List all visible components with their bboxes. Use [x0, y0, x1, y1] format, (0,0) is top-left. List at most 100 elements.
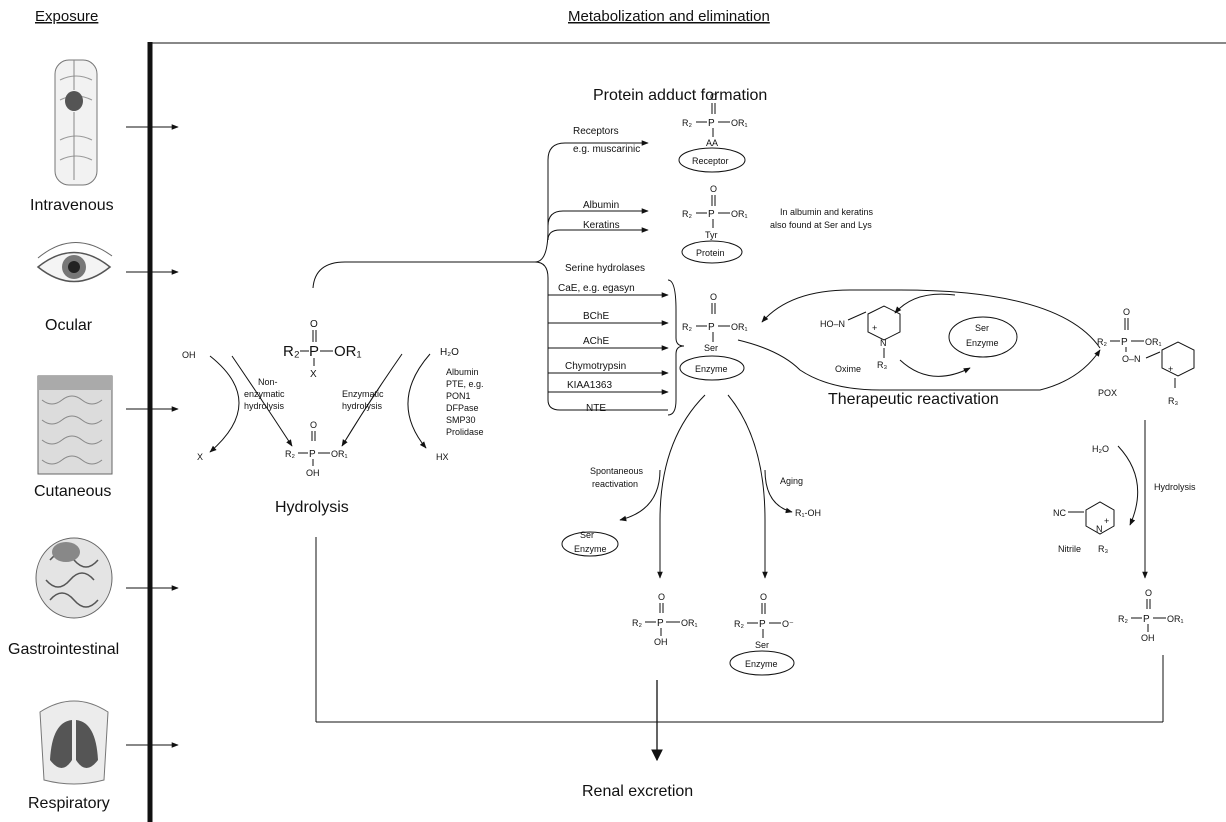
svg-text:OR₁: OR₁	[731, 322, 748, 332]
label-bche: BChE	[583, 311, 609, 322]
svg-text:OR₁: OR₁	[331, 449, 348, 459]
svg-text:OR₁: OR₁	[731, 209, 748, 219]
route-gastrointestinal: Gastrointestinal	[8, 641, 119, 658]
svg-text:R₂: R₂	[1118, 614, 1128, 624]
svg-text:P: P	[309, 343, 319, 360]
gastrointestinal-icon	[35, 537, 113, 619]
nitrile-label: Nitrile	[1058, 544, 1081, 554]
svg-text:R₃: R₃	[1168, 396, 1178, 406]
svg-text:N: N	[1096, 524, 1103, 534]
svg-text:R₂: R₂	[1097, 337, 1107, 347]
svg-text:N: N	[880, 338, 887, 348]
svg-text:R₂: R₂	[682, 209, 692, 219]
enz-arrow	[341, 353, 403, 447]
svg-text:R₂: R₂	[632, 618, 642, 628]
svg-text:P: P	[708, 322, 715, 333]
svg-text:Ser: Ser	[755, 640, 769, 650]
svg-text:+: +	[1104, 516, 1109, 526]
reactivated-ser: Ser	[975, 323, 989, 333]
svg-text:OR₁: OR₁	[681, 618, 698, 628]
nonenz-arrow	[231, 355, 293, 447]
svg-text:O: O	[710, 92, 717, 102]
svg-text:OH: OH	[306, 468, 320, 478]
pox-product: O R₂ P OR₁ OH	[1118, 588, 1184, 643]
svg-text:Tyr: Tyr	[705, 230, 718, 240]
enzyme-list-0: Albumin	[446, 367, 479, 377]
x-minus-label: X	[197, 452, 203, 462]
svg-text:Ser: Ser	[704, 343, 718, 353]
spontaneous-product: O R₂ P OR₁ OH	[632, 592, 698, 647]
enz-label-1: Enzymatic	[342, 389, 384, 399]
svg-text:P: P	[657, 618, 664, 629]
svg-text:AA: AA	[706, 138, 718, 148]
oxime-structure: HO–N N + R₃	[820, 305, 901, 370]
renal-excretion-heading: Renal excretion	[582, 783, 693, 800]
svg-text:O: O	[710, 184, 717, 194]
svg-text:O: O	[310, 319, 318, 330]
label-receptors: Receptors	[573, 126, 619, 137]
oval-receptor: Receptor	[692, 156, 729, 166]
spontaneous-label-2: reactivation	[592, 479, 638, 489]
metabolization-heading: Metabolization and elimination	[568, 8, 770, 25]
label-nte: NTE	[586, 403, 606, 414]
spontaneous-enzyme-oval	[561, 531, 619, 557]
exposure-heading: Exposure	[35, 8, 98, 25]
label-cae: CaE, e.g. egasyn	[558, 283, 635, 294]
ser-release-arrow	[894, 293, 956, 314]
route-intravenous: Intravenous	[30, 197, 114, 214]
reinhibition-arrow	[761, 289, 1101, 349]
enzyme-list-2: PON1	[446, 391, 471, 401]
pox-nitrile-arrow	[1117, 445, 1139, 526]
enz-label-2: hydrolysis	[342, 401, 383, 411]
label-kiaa: KIAA1363	[567, 380, 612, 391]
svg-text:O⁻: O⁻	[782, 619, 794, 629]
svg-text:X: X	[310, 369, 317, 380]
svg-text:P: P	[708, 118, 715, 129]
nonenz-label-1: Non-	[258, 377, 278, 387]
svg-text:P: P	[1143, 614, 1150, 625]
svg-text:R₃: R₃	[1098, 544, 1108, 554]
reactivated-enzyme: Enzyme	[966, 338, 999, 348]
hydrolysis-heading: Hydrolysis	[275, 499, 349, 516]
branch-keratins	[547, 227, 649, 241]
label-receptors-eg: e.g. muscarinic	[573, 144, 640, 155]
oval-protein: Protein	[696, 248, 725, 258]
svg-text:OR₁: OR₁	[1167, 614, 1184, 624]
svg-text:R₃: R₃	[877, 360, 887, 370]
note-albumin-2: also found at Ser and Lys	[770, 220, 872, 230]
nonenz-arrow-left	[209, 355, 240, 453]
nonenz-label-2: enzymatic	[244, 389, 285, 399]
svg-text:R₂: R₂	[682, 118, 692, 128]
aged-enzyme: Enzyme	[745, 659, 778, 669]
route-cutaneous: Cutaneous	[34, 483, 111, 500]
enz-arrow-right	[407, 353, 431, 449]
label-keratins: Keratins	[583, 220, 620, 231]
svg-text:OH: OH	[654, 637, 668, 647]
svg-text:O: O	[710, 292, 717, 302]
intravenous-icon	[54, 59, 98, 186]
svg-text:HO–N: HO–N	[820, 319, 845, 329]
svg-text:R₂: R₂	[285, 449, 295, 459]
serine-brace	[667, 279, 685, 416]
hx-label: HX	[436, 452, 449, 462]
enzyme-adduct: O R₂ P OR₁ Ser Enzyme	[679, 292, 748, 381]
op-compound: O R₂ P OR₁ X	[283, 319, 362, 380]
label-chymotrypsin: Chymotrypsin	[565, 361, 626, 372]
svg-text:O: O	[760, 592, 767, 602]
hydrolysis-product: O R₂ P OR₁ OH	[285, 420, 348, 478]
svg-text:NC: NC	[1053, 508, 1066, 518]
svg-text:O–N: O–N	[1122, 354, 1141, 364]
enzyme-list-3: DFPase	[446, 403, 479, 413]
enzyme-list-4: SMP30	[446, 415, 476, 425]
branch-spine	[534, 261, 668, 411]
ocular-icon	[36, 242, 113, 283]
cutaneous-icon	[37, 375, 113, 475]
svg-text:+: +	[872, 323, 877, 333]
pox-label: POX	[1098, 388, 1117, 398]
aging-r1oh-arrow	[764, 469, 793, 514]
svg-text:P: P	[309, 449, 316, 460]
svg-text:OH: OH	[1141, 633, 1155, 643]
h2o-label: H₂O	[440, 347, 459, 358]
